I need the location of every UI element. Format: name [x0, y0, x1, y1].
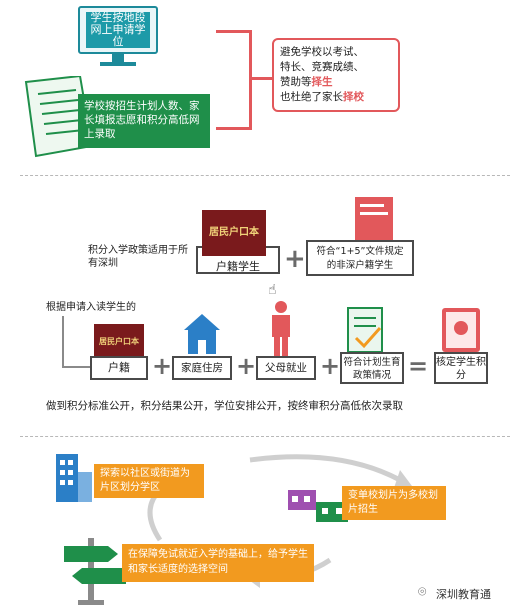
house-icon	[184, 314, 220, 354]
hand-cursor-icon: ☝	[268, 282, 277, 298]
certificate-icon	[442, 308, 480, 352]
apply-bracket	[62, 316, 64, 368]
red-note-line3: 赞助等择生	[280, 76, 333, 88]
document-icon	[24, 76, 94, 158]
red-note-line1: 避免学校以考试、	[280, 46, 364, 58]
plus-sign-1: +	[284, 244, 306, 274]
housing-box: 家庭住房	[172, 356, 232, 380]
divider-1	[20, 175, 510, 176]
bracket-connector	[252, 77, 274, 80]
explore-box: 探索以社区或街道为片区划分学区	[94, 464, 204, 498]
plus-sign-4: +	[320, 352, 341, 380]
wechat-icon: ⌾	[418, 584, 427, 600]
change-box: 变单校划片为多校划片招生	[342, 486, 446, 520]
monitor-text: 学生按地段网上申请学位	[86, 12, 150, 48]
family-planning-box: 符合计划生育政策情况	[340, 352, 404, 384]
red-document-icon	[355, 197, 393, 245]
hukou-book-icon: 居民户口本	[202, 210, 266, 256]
huji-box: 户籍	[90, 356, 148, 380]
red-bracket	[216, 30, 252, 130]
policy-label: 积分入学政策适用于所有深圳	[88, 245, 188, 269]
signpost-icon	[64, 538, 126, 605]
guarantee-box: 在保障免试就近入学的基础上，给予学生和家长适度的选择空间	[122, 544, 314, 582]
equals-sign: =	[408, 352, 429, 380]
red-note-line4: 也杜绝了家长择校	[280, 91, 364, 103]
non-huji-student-box: 符合“1+5”文件规定的非深户籍学生	[306, 240, 414, 276]
apply-bracket-bottom	[62, 366, 90, 368]
plus-sign-3: +	[236, 352, 257, 380]
checklist-icon	[347, 307, 383, 353]
schools-icon	[288, 490, 348, 522]
policy-footer: 做到积分标准公开，积分结果公开，学位安排公开，按终审积分高低依次录取	[46, 400, 403, 412]
score-box: 核定学生积分	[434, 352, 488, 384]
worker-icon	[272, 301, 290, 357]
doc-text: 学校按招生计划人数、家长填报志愿和积分高低网上录取	[78, 94, 210, 148]
watermark: 深圳教育通	[436, 588, 491, 601]
parents-job-box: 父母就业	[256, 356, 316, 380]
divider-2	[20, 436, 510, 437]
plus-sign-2: +	[152, 352, 173, 380]
hukou-book-icon-small: 居民户口本	[94, 324, 144, 360]
huji-student-label: 户籍学生	[216, 260, 260, 273]
red-note-box: 避免学校以考试、 特长、竞赛成绩、 赞助等择生 也杜绝了家长择校	[272, 38, 400, 112]
apply-label: 根据申请入读学生的	[46, 302, 136, 313]
building-icon	[56, 454, 92, 502]
red-note-line2: 特长、竞赛成绩、	[280, 61, 364, 73]
